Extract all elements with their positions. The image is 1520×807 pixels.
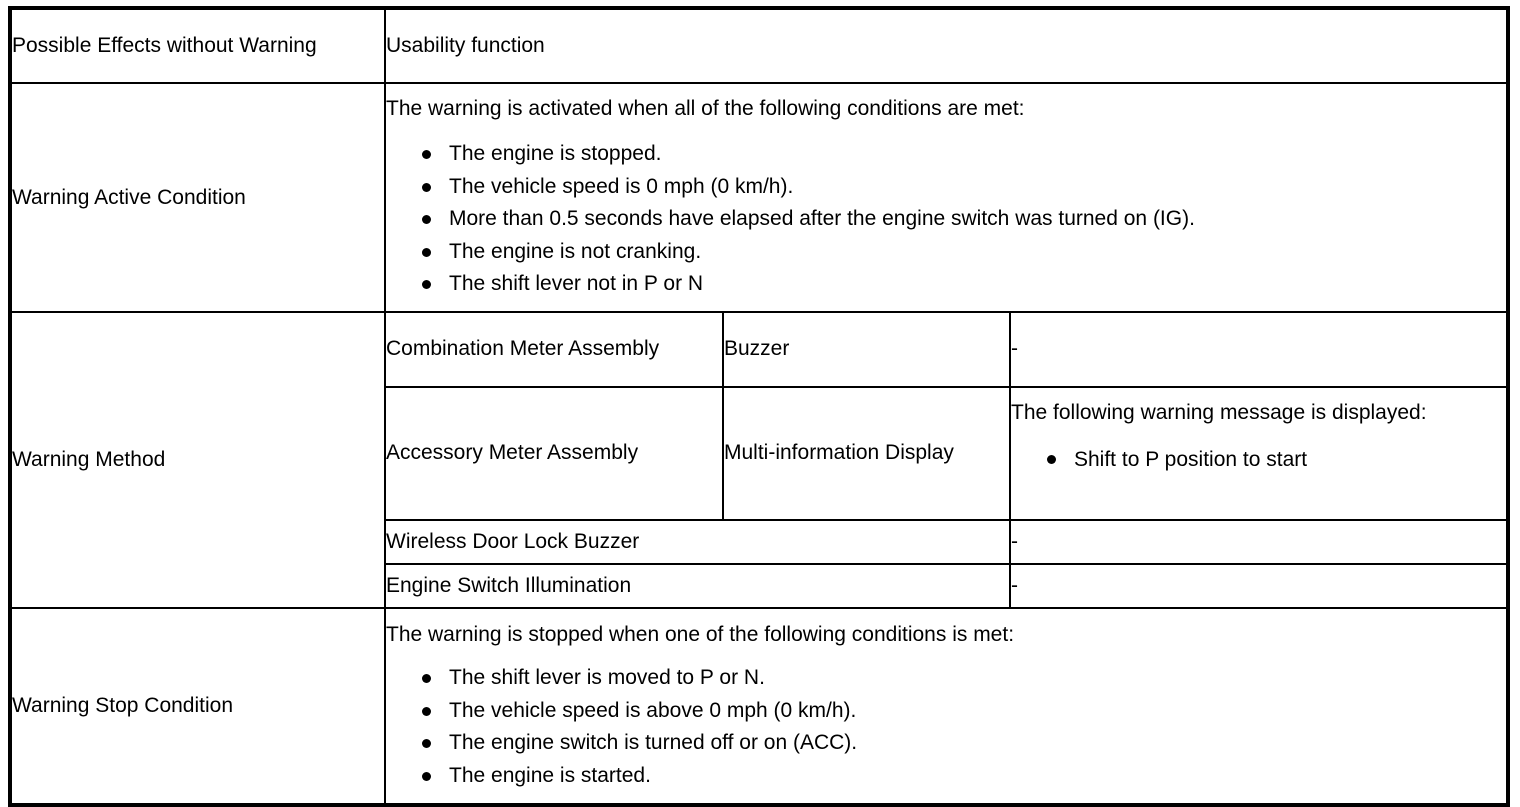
warning-method-container: Combination Meter Assembly Buzzer - Acce… xyxy=(384,311,1509,609)
warning-method-row-wireless-door-lock-buzzer: Wireless Door Lock Buzzer - xyxy=(386,519,1506,565)
list-item: The engine switch is turned off or on (A… xyxy=(420,727,1506,760)
warning-method-row-combination-meter: Combination Meter Assembly Buzzer - xyxy=(386,313,1506,388)
method-kind-buzzer: Buzzer xyxy=(722,313,1011,388)
method-device-accessory-meter: Accessory Meter Assembly xyxy=(386,386,724,521)
row-label-warning-stop-condition: Warning Stop Condition xyxy=(9,607,386,806)
table-row-possible-effects: Possible Effects without Warning Usabili… xyxy=(9,7,1509,84)
table-row-warning-method: Warning Method Combination Meter Assembl… xyxy=(9,311,1509,609)
method-value-wireless-door-lock-buzzer: - xyxy=(1009,519,1506,565)
table-row-warning-stop-condition: Warning Stop Condition The warning is st… xyxy=(9,607,1509,806)
method-device-engine-switch-illumination: Engine Switch Illumination xyxy=(386,563,1011,607)
method-device-combination-meter: Combination Meter Assembly xyxy=(386,313,724,388)
table-row-warning-active-condition: Warning Active Condition The warning is … xyxy=(9,82,1509,313)
warning-method-row-engine-switch-illumination: Engine Switch Illumination - xyxy=(386,563,1506,607)
method-device-wireless-door-lock-buzzer: Wireless Door Lock Buzzer xyxy=(386,519,1011,565)
list-item: The shift lever is moved to P or N. xyxy=(420,662,1506,695)
method-kind-multi-information-display: Multi-information Display xyxy=(722,386,1011,521)
row-label-warning-active-condition: Warning Active Condition xyxy=(9,82,386,313)
warning-specification-table: Possible Effects without Warning Usabili… xyxy=(8,6,1510,807)
method-value-combination-meter: - xyxy=(1009,313,1506,388)
row-value-possible-effects: Usability function xyxy=(384,7,1509,84)
row-value-warning-active-condition: The warning is activated when all of the… xyxy=(384,82,1509,313)
list-item: The vehicle speed is 0 mph (0 km/h). xyxy=(420,171,1506,204)
method-value-accessory-meter: The following warning message is display… xyxy=(1009,386,1506,521)
list-item: More than 0.5 seconds have elapsed after… xyxy=(420,203,1506,236)
list-item: Shift to P position to start xyxy=(1045,444,1506,476)
row-value-warning-stop-condition: The warning is stopped when one of the f… xyxy=(384,607,1509,806)
list-item: The engine is not cranking. xyxy=(420,236,1506,269)
list-item: The shift lever not in P or N xyxy=(420,268,1506,301)
warning-method-row-accessory-meter: Accessory Meter Assembly Multi-informati… xyxy=(386,386,1506,521)
warning-message-list: Shift to P position to start xyxy=(1011,444,1506,476)
list-item: The engine is stopped. xyxy=(420,138,1506,171)
warning-stop-condition-list: The shift lever is moved to P or N. The … xyxy=(386,662,1506,792)
row-label-possible-effects: Possible Effects without Warning xyxy=(9,7,386,84)
warning-active-intro-text: The warning is activated when all of the… xyxy=(386,96,1025,120)
warning-message-intro-text: The following warning message is display… xyxy=(1011,401,1427,424)
list-item: The engine is started. xyxy=(420,760,1506,793)
list-item: The vehicle speed is above 0 mph (0 km/h… xyxy=(420,695,1506,728)
warning-method-table: Combination Meter Assembly Buzzer - Acce… xyxy=(386,313,1506,607)
method-value-engine-switch-illumination: - xyxy=(1009,563,1506,607)
row-label-warning-method: Warning Method xyxy=(9,311,386,609)
warning-stop-intro-text: The warning is stopped when one of the f… xyxy=(386,622,1015,646)
warning-active-condition-list: The engine is stopped. The vehicle speed… xyxy=(386,138,1506,301)
